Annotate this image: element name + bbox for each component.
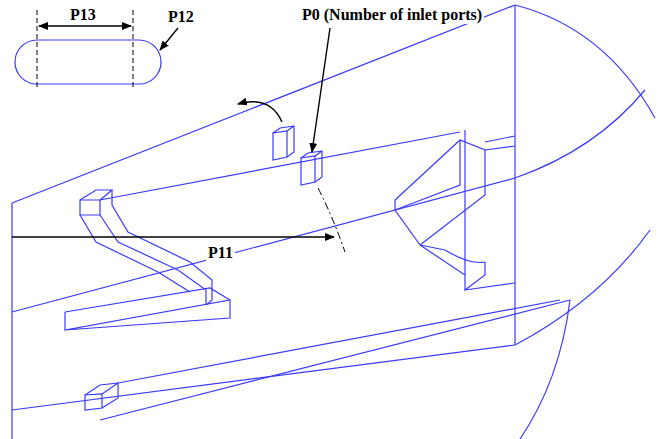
sector-outline <box>12 5 655 439</box>
dimension-label: P13 <box>68 6 98 24</box>
dimension-label: P11 <box>206 244 235 262</box>
parameter-label: P0 (Number of inlet ports) <box>300 6 484 24</box>
leader-lines <box>12 28 345 252</box>
dimension-label: P12 <box>166 8 196 26</box>
